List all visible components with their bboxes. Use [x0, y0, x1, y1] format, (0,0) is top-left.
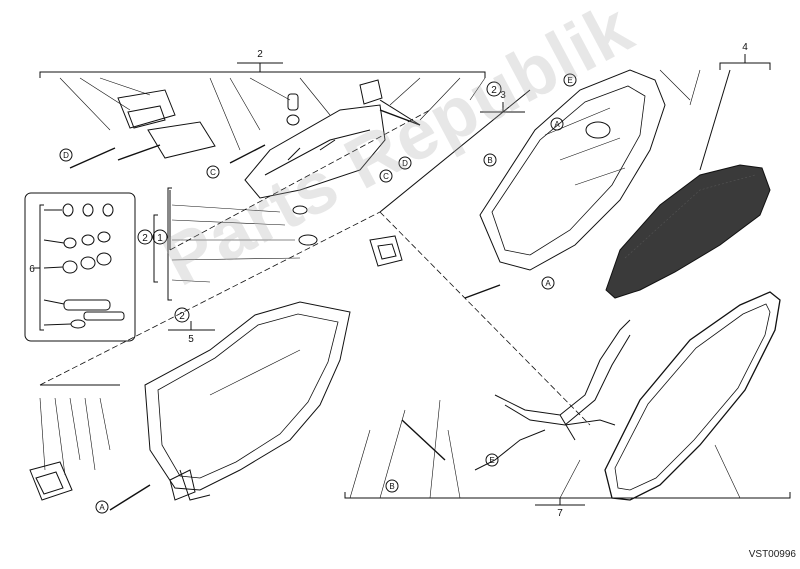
part-seat: [605, 164, 771, 299]
letter-e2: E: [489, 456, 494, 465]
kit-box-6: [24, 192, 136, 342]
letter-c2: C: [383, 172, 389, 181]
group-bracket-3: [480, 102, 525, 113]
part-strap: [474, 319, 631, 471]
labels: 2 3 2 4 1 2 6 2 5 7 D C C D E B A A A B …: [29, 42, 748, 519]
group-bracket-5: [168, 321, 215, 331]
callout-7: 7: [557, 508, 563, 519]
letter-circles: [59, 73, 577, 514]
pins: [69, 109, 501, 511]
part-pannier: [144, 301, 351, 501]
letter-a3: A: [554, 120, 560, 129]
group-bracket-1: [153, 187, 172, 301]
callout-1: 1: [157, 233, 163, 244]
letter-d2: D: [402, 159, 408, 168]
frame-lines: [39, 109, 591, 426]
part-case-cover: [479, 69, 666, 271]
group-bracket-7: [344, 492, 791, 506]
hardware-lower-left: [29, 461, 196, 501]
letter-b2: B: [389, 482, 394, 491]
leader-lines: [39, 69, 741, 499]
letter-a2: A: [99, 503, 105, 512]
letter-d: D: [63, 151, 69, 160]
callout-4: 4: [742, 42, 748, 53]
letter-a1: A: [545, 279, 551, 288]
letter-b1: B: [487, 156, 492, 165]
frame-solid: [40, 89, 531, 386]
part-gasket-frame: [604, 291, 781, 501]
letter-c1: C: [210, 168, 216, 177]
callout-6: 6: [29, 264, 35, 275]
letter-e1: E: [567, 76, 572, 85]
callout-2-top: 2: [257, 49, 263, 60]
callout-3: 3: [500, 90, 506, 101]
group-bracket-4: [699, 54, 771, 171]
part-handle: [117, 89, 216, 159]
hardware-top: [286, 79, 421, 267]
callout-2-mid: 2: [179, 311, 185, 322]
part-inner-panel: [244, 104, 386, 199]
group-bracket-2-top: [39, 62, 486, 78]
drawing-code: VST00996: [748, 549, 796, 560]
callout-2-left: 2: [142, 233, 148, 244]
callout-2-right: 2: [491, 85, 497, 96]
callout-5: 5: [188, 334, 194, 345]
